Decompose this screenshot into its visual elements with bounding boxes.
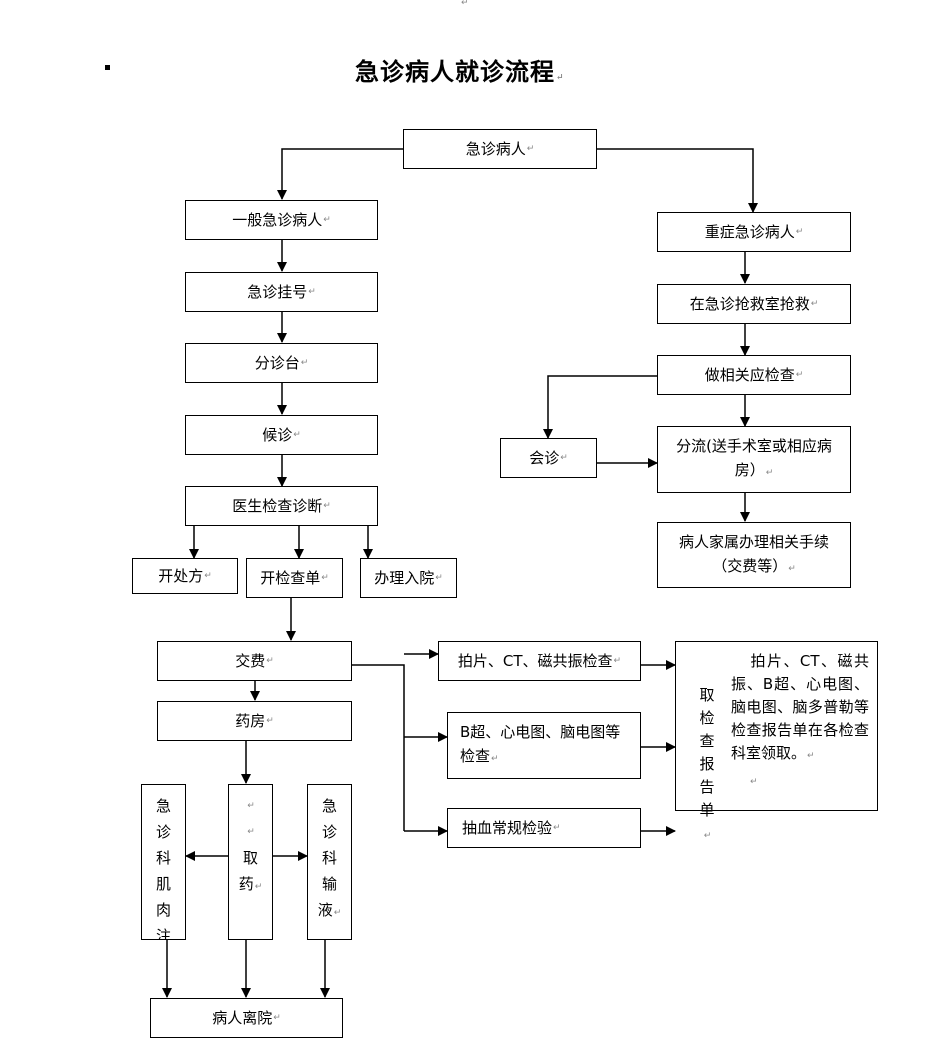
node-rescue: 在急诊抢救室抢救↵ — [657, 284, 851, 324]
bullet-marker — [105, 65, 110, 70]
arrow-start-critical — [596, 148, 758, 213]
node-admission: 办理入院↵ — [360, 558, 457, 598]
node-pharmacy: 药房↵ — [157, 701, 352, 741]
node-blood-test: 抽血常规检验↵ — [447, 808, 641, 848]
node-general-patient: 一般急诊病人↵ — [185, 200, 378, 240]
node-diagnosis: 医生检查诊断↵ — [185, 486, 378, 526]
node-register: 急诊挂号↵ — [185, 272, 378, 312]
node-report-box — [675, 641, 878, 811]
node-discharge: 病人离院↵ — [150, 998, 343, 1038]
node-related-exam: 做相关应检查↵ — [657, 355, 851, 395]
node-start: 急诊病人↵ — [403, 129, 597, 169]
node-prescription: 开处方↵ — [132, 558, 238, 594]
arrow-start-general — [277, 148, 404, 200]
node-waiting: 候诊↵ — [185, 415, 378, 455]
node-exam-order: 开检查单↵ — [246, 558, 343, 598]
node-infusion: 急诊科输液↵ — [307, 784, 352, 940]
node-ultrasound-exam: B超、心电图、脑电图等检查↵ — [447, 712, 641, 779]
report-label: 取检查报告单↵ — [699, 686, 715, 841]
node-consultation: 会诊↵ — [500, 438, 597, 478]
node-critical-patient: 重症急诊病人↵ — [657, 212, 851, 252]
node-family-procedures: 病人家属办理相关手续（交费等）↵ — [657, 522, 851, 588]
arrow-exam-consult — [543, 375, 657, 439]
node-payment: 交费↵ — [157, 641, 352, 681]
node-transfer: 分流(送手术室或相应病房）↵ — [657, 426, 851, 493]
node-injection: 急诊科肌肉注 — [141, 784, 186, 940]
paragraph-mark: ↵ — [461, 0, 469, 8]
line-payment-branch — [352, 664, 405, 831]
page-title: 急诊病人就诊流程↵ — [355, 57, 565, 86]
node-get-medicine: ↵↵取药↵ — [228, 784, 273, 940]
node-imaging-exam: 拍片、CT、磁共振检查↵ — [438, 641, 641, 681]
report-note: 拍片、CT、磁共振、B超、心电图、脑电图、脑多普勒等检查报告单在各检查科室领取。… — [731, 652, 869, 787]
node-triage: 分诊台↵ — [185, 343, 378, 383]
